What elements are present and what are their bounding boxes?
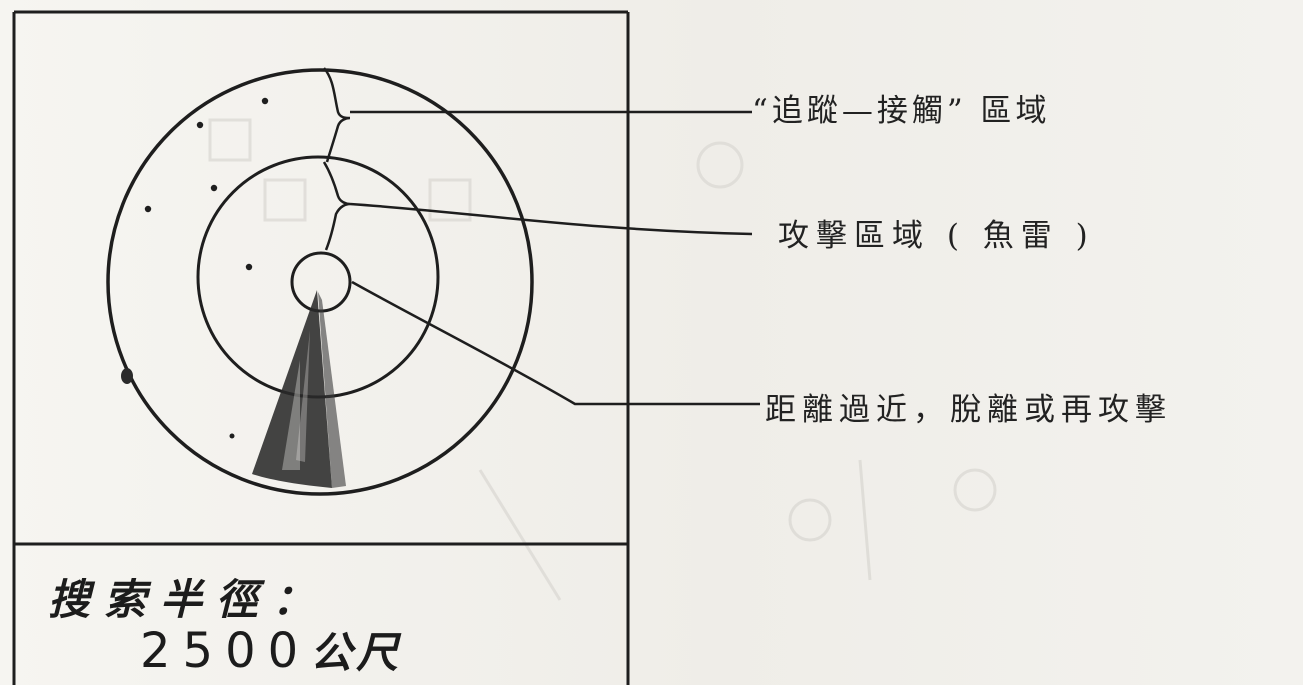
contact-dot	[196, 121, 204, 129]
attack-zone-brace	[322, 161, 351, 251]
contact-dot	[245, 263, 253, 271]
contact-dot	[210, 184, 218, 192]
contact-smudge	[121, 368, 133, 384]
outer-zone-circle	[106, 68, 534, 496]
too-close-label: 距離過近，脫離或再攻擊	[765, 392, 1172, 428]
bleed-through-marks	[208, 118, 997, 601]
contact-dot	[229, 433, 235, 439]
sonar-sweep-wedge	[252, 290, 346, 488]
contact-dot	[261, 97, 269, 105]
attack-zone-label: 攻擊區域 ( 魚雷 )	[778, 218, 1095, 254]
tracking-contact-zone-label: “追蹤—接觸” 區域	[752, 93, 1051, 129]
frame	[12, 10, 630, 685]
search-radius-number: 2500	[140, 623, 311, 679]
contact-dots	[121, 97, 269, 439]
close-leader-line	[351, 280, 760, 406]
search-radius-value: 2500公尺	[140, 626, 402, 678]
tracking-zone-brace	[323, 67, 351, 163]
attack-leader-line	[349, 202, 753, 236]
search-radius-title: 搜索半徑：	[48, 575, 329, 624]
search-radius-unit: 公尺	[310, 628, 403, 677]
contact-dot	[144, 205, 152, 213]
